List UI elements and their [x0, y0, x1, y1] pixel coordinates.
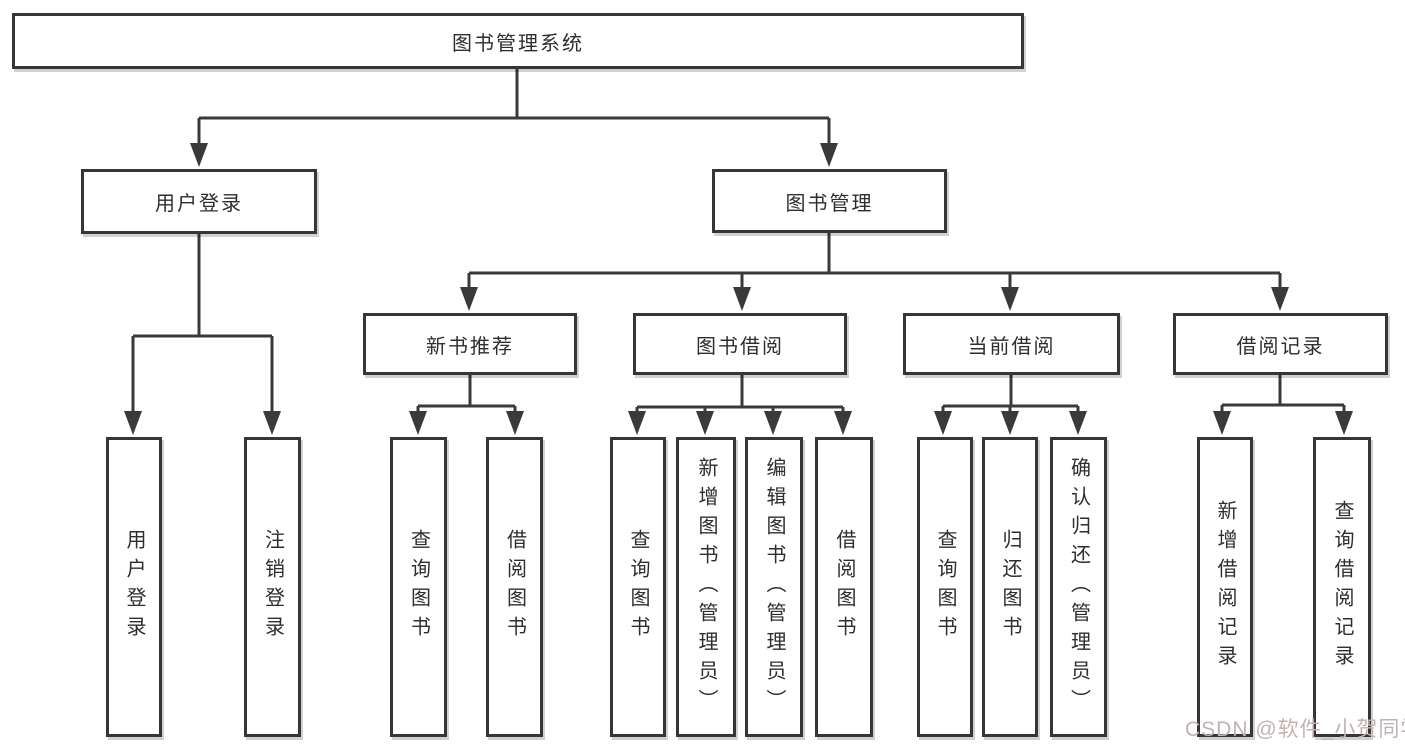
leaf-borrow-books: 借阅图书	[815, 437, 873, 737]
leaf-query-books-borrow: 查询图书	[610, 437, 666, 737]
leaf-user-login: 用户登录	[106, 437, 162, 737]
leaf-edit-book-admin: 编辑图书（管理员）	[745, 437, 803, 737]
leaf-add-borrow-record: 新增借阅记录	[1197, 437, 1253, 737]
node-new-book-recommend: 新书推荐	[363, 313, 577, 375]
leaf-confirm-return-admin: 确认归还（管理员）	[1050, 437, 1107, 737]
leaf-query-borrow-record: 查询借阅记录	[1313, 437, 1371, 737]
node-label: 新增图书（管理员）	[695, 456, 717, 718]
node-borrow-records: 借阅记录	[1173, 313, 1388, 375]
csdn-watermark: CSDN @软件_小贺同学	[1185, 718, 1405, 741]
node-book-management: 图书管理	[712, 169, 947, 233]
node-label: 用户登录	[155, 193, 243, 215]
node-label: 图书管理	[785, 192, 874, 215]
node-label: 用户登录	[123, 529, 145, 645]
node-label: 注销登录	[261, 529, 284, 645]
node-root: 图书管理系统	[12, 13, 1024, 69]
leaf-logout: 注销登录	[244, 437, 301, 737]
node-label: 查询借阅记录	[1331, 500, 1353, 674]
node-label: 图书管理系统	[452, 32, 584, 55]
node-label: 当前借阅	[967, 335, 1056, 358]
leaf-query-books-current: 查询图书	[917, 437, 973, 737]
node-label: 编辑图书（管理员）	[763, 456, 785, 718]
node-label: 借阅图书	[833, 529, 855, 645]
node-label: 新增借阅记录	[1214, 500, 1236, 674]
node-label: 归还图书	[999, 529, 1021, 645]
node-label: 图书借阅	[696, 335, 784, 358]
leaf-query-books-recommend: 查询图书	[390, 437, 447, 737]
leaf-return-book: 归还图书	[982, 437, 1038, 737]
node-label: 借阅记录	[1236, 335, 1325, 358]
node-label: 确认归还（管理员）	[1067, 456, 1090, 718]
node-book-borrow: 图书借阅	[633, 313, 847, 375]
node-label: 查询图书	[407, 529, 430, 645]
node-label: 查询图书	[934, 529, 956, 645]
node-user-login: 用户登录	[81, 169, 317, 234]
node-label: 查询图书	[627, 529, 649, 645]
node-label: 借阅图书	[503, 529, 526, 645]
leaf-add-book-admin: 新增图书（管理员）	[676, 437, 736, 737]
node-current-borrow: 当前借阅	[903, 313, 1120, 375]
leaf-borrow-books-recommend: 借阅图书	[486, 437, 543, 737]
node-label: 新书推荐	[426, 335, 514, 358]
